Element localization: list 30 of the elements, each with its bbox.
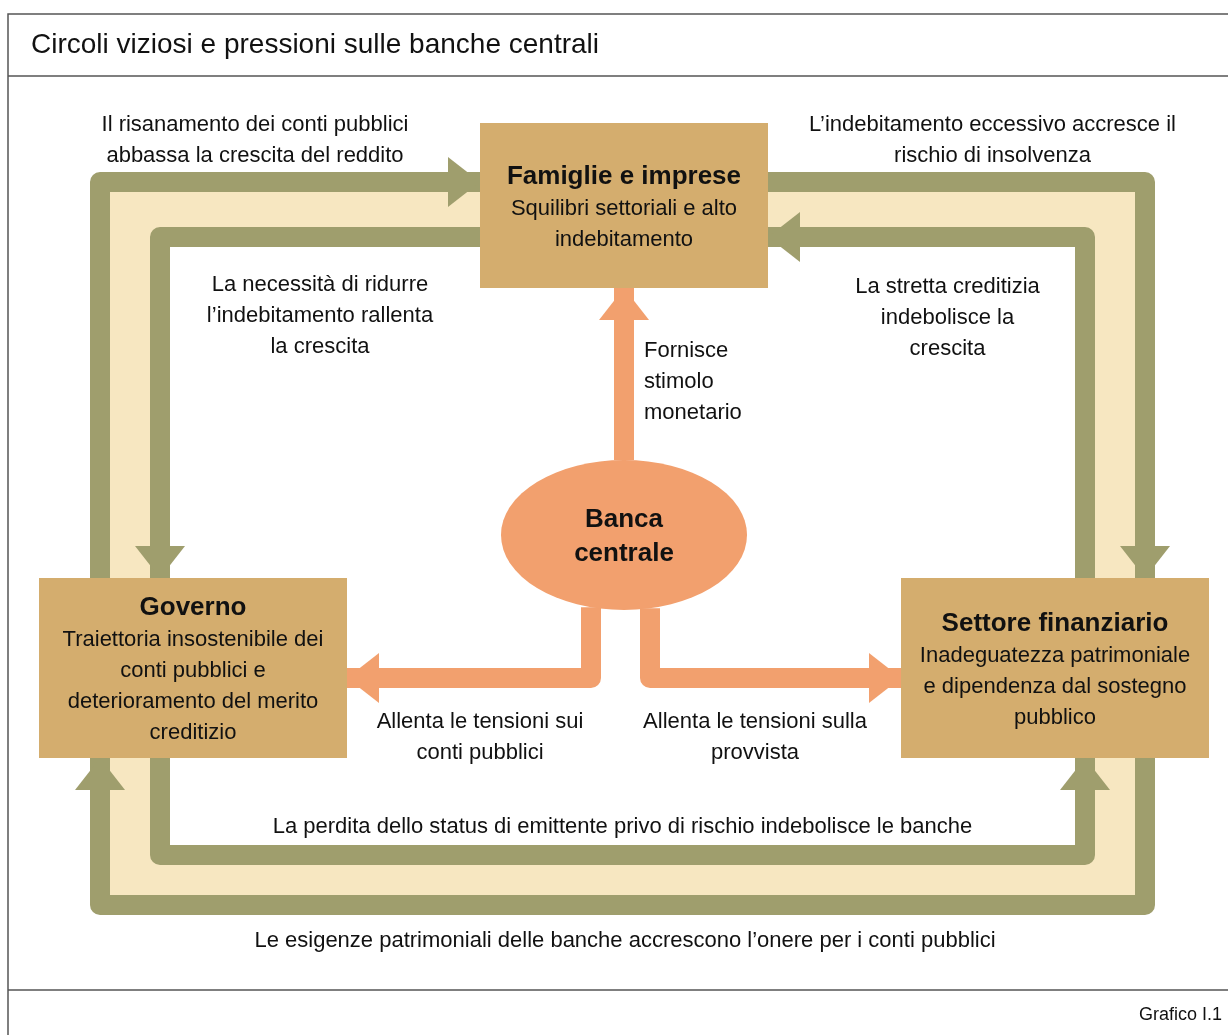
arrow (599, 288, 649, 460)
edge-label: L’indebitamento eccessivo accresce il rischio di insolvenza (808, 110, 1177, 169)
process-box (480, 123, 768, 288)
arrow (75, 758, 1155, 915)
node-title: Settore finanziario (940, 605, 1170, 639)
arrow (150, 758, 1110, 865)
diagram-title: Circoli viziosi e pressioni sulle banche centrali (31, 28, 600, 60)
edge-label: Il risanamento dei conti pubblici abbassa la crescita del reddito (100, 110, 410, 169)
edge-label: Allenta le tensioni sui conti pubblici (375, 707, 585, 766)
edge-label: La perdita dello status di emittente privo di rischio indebolisce le banche (271, 812, 974, 840)
node-description: Squilibri settoriali e alto indebitamento (509, 193, 739, 253)
edge-label: La necessità di ridurre l’indebitamento rallenta la crescita (205, 270, 435, 360)
figure-number: Grafico I.1 (1138, 1004, 1222, 1025)
node-title: Banca centrale (573, 502, 675, 569)
edge-label: La stretta creditizia indebolisce la crescita (854, 272, 1041, 362)
edge-label: Fornisce stimolo monetario (644, 336, 743, 426)
ellipse-node (501, 460, 747, 610)
node-title: Famiglie e imprese (505, 158, 743, 192)
edge-label: Allenta le tensioni sulla provvista (642, 707, 868, 766)
arrow (347, 607, 601, 703)
edge-label: Le esigenze patrimoniali delle banche accrescono l’onere per i conti pubblici (253, 926, 997, 954)
node-description: Traiettoria insostenibile dei conti pubblici e deterioramento del merito creditizio (61, 625, 325, 746)
node-description: Inadeguatezza patrimoniale e dipendenza dal sostegno pubblico (918, 640, 1192, 731)
arrow (135, 227, 480, 578)
node-title: Governo (138, 590, 248, 623)
process-box (901, 578, 1209, 758)
arrow (768, 212, 1095, 578)
arrow (768, 172, 1170, 578)
arrow (90, 157, 480, 578)
process-box (39, 578, 347, 758)
